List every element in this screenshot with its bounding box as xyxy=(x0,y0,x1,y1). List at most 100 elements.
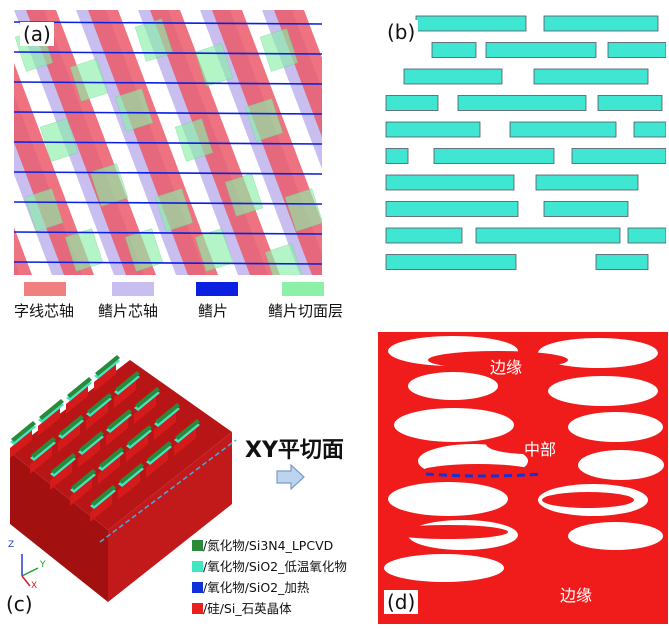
fin-body xyxy=(146,450,168,478)
fin-bar xyxy=(595,254,649,270)
panel-c-3d-structure xyxy=(10,355,237,602)
void-region xyxy=(394,408,514,442)
nitride-top xyxy=(155,403,180,424)
substrate-front-face xyxy=(10,452,108,602)
fin-body xyxy=(66,386,88,414)
fin-cut-rect xyxy=(244,98,284,142)
legend-swatch-thermal-oxide xyxy=(192,582,203,593)
fin-bar xyxy=(385,227,463,244)
fin-body xyxy=(154,412,176,440)
panel-c-letter: (c) xyxy=(6,592,33,616)
fin-bar xyxy=(403,68,503,85)
nitride-top xyxy=(119,463,144,484)
nitride-top xyxy=(51,453,76,474)
panel-d: 边缘 中部 边缘 (d) xyxy=(378,332,668,624)
silicon-island xyxy=(542,492,634,508)
fin-bar xyxy=(633,121,667,138)
fin-body xyxy=(30,446,52,474)
fin-bar xyxy=(533,68,649,85)
axis-z-label: Z xyxy=(8,540,15,550)
legend-swatch-low-temp-oxide xyxy=(192,561,203,572)
fin-body xyxy=(50,462,72,490)
nitride-top xyxy=(11,421,36,442)
fin-cut-rect xyxy=(114,88,154,132)
panel-a-legend: 字线芯轴 鳍片芯轴 鳍片 鳍片切面层 xyxy=(0,282,669,322)
fin-cut-rect xyxy=(24,188,64,232)
panel-a-letter: (a) xyxy=(20,22,54,46)
fin-body xyxy=(134,396,156,424)
fin-body xyxy=(90,494,112,522)
nitride-top xyxy=(91,485,116,506)
void-region xyxy=(548,376,658,406)
legend-swatch-fin-cut-layer xyxy=(282,282,324,296)
fin-body xyxy=(78,440,100,468)
fin-line xyxy=(14,171,322,175)
word-line-mandrel-stripe xyxy=(14,227,32,275)
cut-line xyxy=(99,439,237,543)
measure-line xyxy=(425,472,544,478)
legend-swatch-word-line-mandrel xyxy=(24,282,66,296)
nitride-top xyxy=(175,419,200,440)
legend-label-fin-mandrel: 鳍片芯轴 xyxy=(98,302,159,320)
axis-y-label: Y xyxy=(40,560,46,570)
fin-line xyxy=(14,111,322,115)
silicon-island xyxy=(486,434,570,454)
fin-bar xyxy=(543,15,659,32)
right-arrow-icon xyxy=(276,464,305,490)
fin-bar xyxy=(385,121,481,138)
edge-top-label: 边缘 xyxy=(490,358,523,377)
nitride-top xyxy=(127,425,152,446)
fin-line xyxy=(14,231,322,235)
void-region xyxy=(384,554,504,582)
fin-bar xyxy=(597,95,663,111)
fin-bar xyxy=(607,42,667,58)
fin-cut-rect xyxy=(174,118,214,162)
fin-bar xyxy=(385,174,515,191)
middle-label: 中部 xyxy=(524,440,557,459)
fin-line xyxy=(14,261,322,265)
fin-cut-rect xyxy=(154,188,194,232)
panel-c-legend: /氮化物/Si3N4_LPCVD /氧化物/SiO2_低温氧化物 /氧化物/Si… xyxy=(192,535,392,619)
fin-cut-rect xyxy=(69,58,109,102)
fin-body xyxy=(118,472,140,500)
legend-swatch-nitride xyxy=(192,540,203,551)
fin-line xyxy=(14,81,322,85)
panel-c: Z Y X (c) xyxy=(0,340,240,625)
legend-label-thermal-oxide: /氧化物/SiO2_加热 xyxy=(203,580,310,595)
fin-bar xyxy=(543,201,629,217)
void-region xyxy=(388,482,508,516)
nitride-top xyxy=(115,371,140,392)
legend-swatch-fin-mandrel xyxy=(112,282,154,296)
fin-bar xyxy=(571,148,667,164)
panel-d-letter: (d) xyxy=(384,590,419,614)
silicon-island xyxy=(388,525,508,539)
legend-label-silicon: /硅/Si_石英晶体 xyxy=(203,601,292,616)
fin-cut-rect xyxy=(194,43,234,87)
legend-row-thermal-oxide: /氧化物/SiO2_加热 xyxy=(192,577,392,598)
fin-bar xyxy=(385,95,439,111)
fin-body xyxy=(94,364,116,392)
fin-body xyxy=(114,380,136,408)
nitride-top xyxy=(59,415,84,436)
fin-cut-rect xyxy=(39,118,79,162)
axis-x-label: X xyxy=(31,581,38,591)
fin-body xyxy=(70,478,92,506)
void-region xyxy=(568,412,663,442)
nitride-top xyxy=(67,377,92,398)
silicon-island xyxy=(420,464,536,480)
legend-row-silicon: /硅/Si_石英晶体 xyxy=(192,598,392,619)
nitride-top xyxy=(79,431,104,452)
fin-bar xyxy=(457,95,587,111)
fin-bar xyxy=(627,227,667,244)
fin-line xyxy=(14,201,322,205)
panel-a: (a) xyxy=(14,10,322,275)
fin-body xyxy=(86,402,108,430)
panel-b-fin-pattern xyxy=(376,6,667,284)
void-region xyxy=(578,450,664,480)
fin-bar xyxy=(385,148,409,164)
word-line-mandrel-stripe xyxy=(14,63,94,275)
substrate-top-face xyxy=(10,360,232,530)
silicon-island xyxy=(428,351,568,369)
nitride-top xyxy=(107,409,132,430)
nitride-top xyxy=(71,469,96,490)
